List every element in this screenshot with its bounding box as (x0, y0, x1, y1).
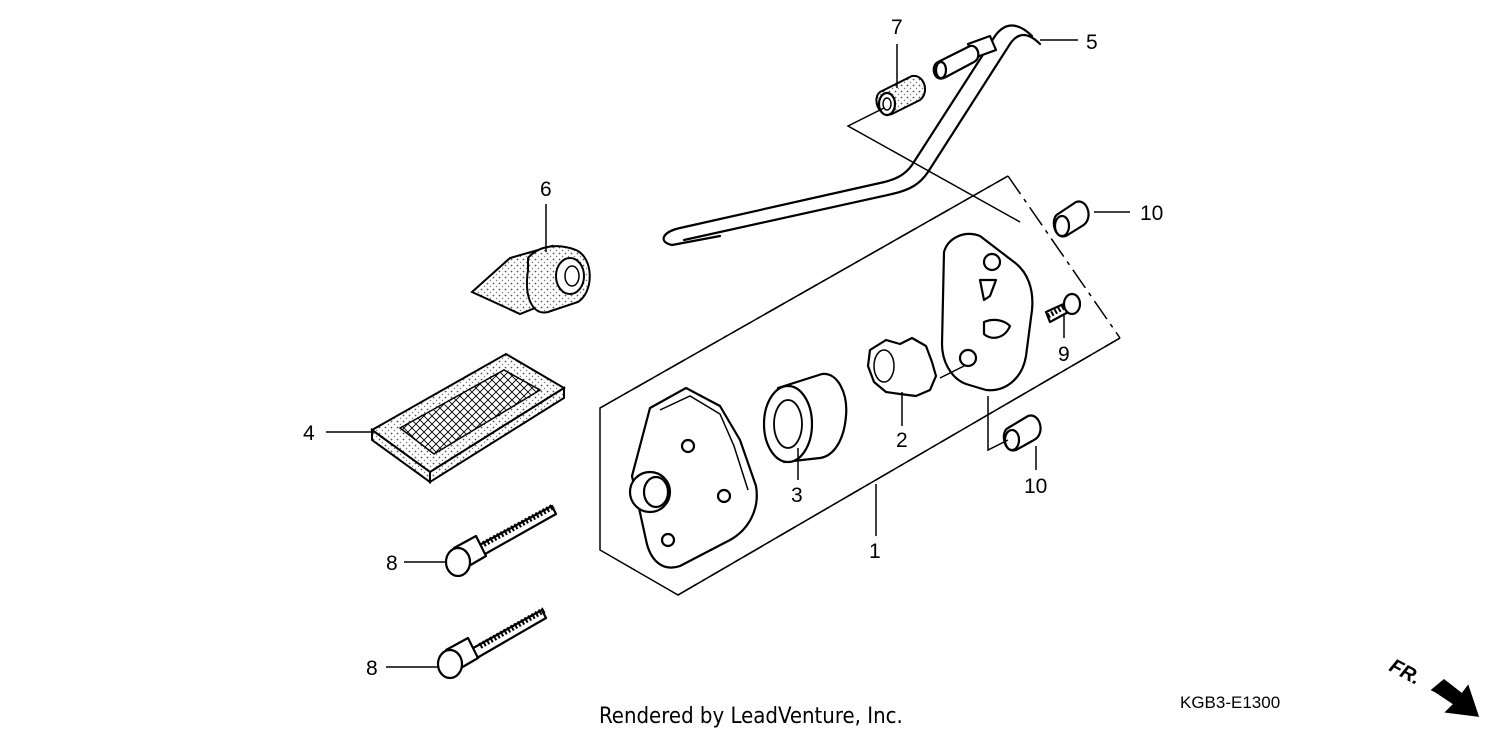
flange-bolt-lower (436, 607, 548, 680)
diagram-code: KGB3-E1300 (1180, 693, 1280, 712)
callout-6: 6 (540, 178, 552, 201)
front-label: FR. (1386, 655, 1425, 690)
assembly-outline (599, 175, 1121, 596)
callout-10-lower: 10 (1024, 475, 1047, 498)
rendered-by-credit: Rendered by LeadVenture, Inc. (599, 704, 903, 729)
callout-4: 4 (303, 422, 315, 445)
inner-rotor (866, 336, 938, 398)
callout-10-upper: 10 (1140, 202, 1163, 225)
callout-labels: 1 2 3 4 5 6 7 8 8 9 10 10 (303, 16, 1163, 680)
pump-body (628, 386, 758, 569)
leader-lines (326, 39, 1130, 668)
small-flange-bolt (1044, 292, 1082, 324)
callout-3: 3 (791, 484, 803, 507)
pump-cover (940, 232, 1034, 392)
callout-8-upper: 8 (386, 552, 398, 575)
callout-1: 1 (869, 540, 881, 563)
dowel-pin-lower (1002, 414, 1042, 452)
callout-7: 7 (891, 16, 903, 39)
outer-rotor (762, 372, 848, 464)
front-arrow-icon (1430, 679, 1480, 717)
callout-2: 2 (896, 429, 908, 452)
strainer-cap (470, 244, 591, 316)
callout-5: 5 (1086, 31, 1098, 54)
callout-9: 9 (1058, 343, 1070, 366)
flange-bolt-upper (444, 503, 558, 578)
dowel-pin-upper (1052, 200, 1090, 238)
collar (875, 74, 927, 117)
oil-pipe (662, 24, 1042, 247)
callout-8-lower: 8 (366, 657, 378, 680)
front-direction-marker: FR. (1386, 655, 1480, 717)
strainer-screen (370, 352, 566, 484)
